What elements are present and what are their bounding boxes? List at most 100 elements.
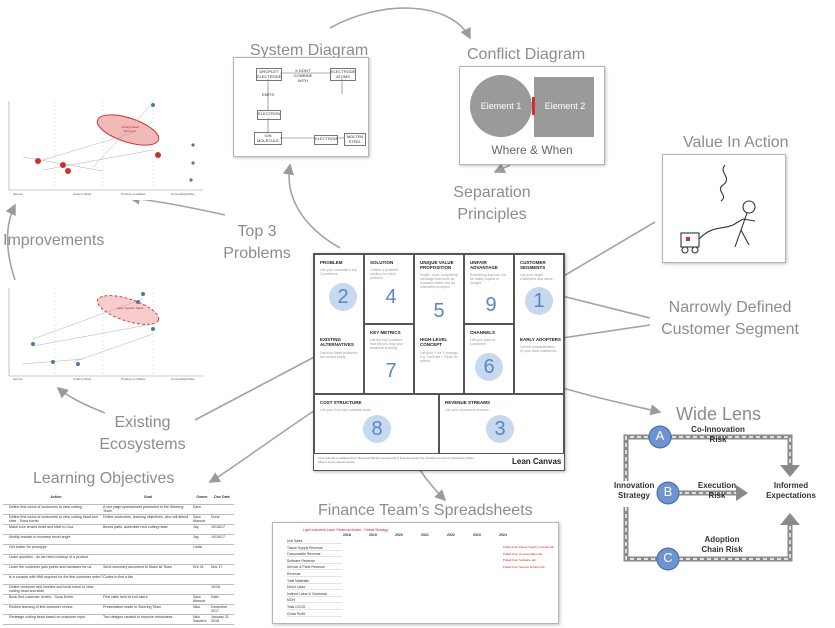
conflict-diagram-label: Conflict Diagram <box>467 46 586 63</box>
lc-solution[interactable]: SOLUTION Outline a possible solution for… <box>364 254 414 324</box>
finance-row-label: Revenue <box>287 572 342 577</box>
lc-unfair-number: 9 <box>485 294 497 316</box>
system-box-electron-left: ELECTRON <box>257 110 281 120</box>
learning-table-row: Review learning of first customer review… <box>3 604 234 615</box>
learning-table-cell: Modify bracket to increase bevel angle <box>9 535 71 539</box>
lc-problem[interactable]: PROBLEM List your customer's top 3 probl… <box>314 254 364 394</box>
improvements-highlight-label: Cutting Head Prototype <box>121 125 139 133</box>
lc-key-metrics-title: KEY METRICS <box>370 330 401 335</box>
wide-lens-strategy: Innovation Strategy <box>614 481 655 501</box>
learning-objectives-label: Learning Objectives <box>33 470 175 487</box>
improvements-axis-product: Product on Market <box>121 192 146 196</box>
narrow-segment-label: Narrowly Defined Customer Segment <box>661 299 799 338</box>
learning-table-cell: Codes to find a fan <box>103 575 134 579</box>
learning-table-cell: Jay <box>193 525 199 529</box>
learning-table-header-cell: Owner <box>196 495 208 499</box>
conflict-element2: Element 2 <box>544 101 586 111</box>
learning-table-cell: Define first round of customers to view … <box>9 515 98 523</box>
lc-problem-title: PROBLEM <box>320 260 343 265</box>
learning-table-cell: Sara Atwood <box>193 595 205 603</box>
learning-table-cell: Presentation made to Steering Team <box>103 605 162 609</box>
lc-unfair[interactable]: UNFAIR ADVANTAGE Something that can not … <box>464 254 514 324</box>
learning-table-cell <box>211 505 233 514</box>
arrow-system-to-conflict <box>329 7 471 40</box>
lc-segments[interactable]: CUSTOMER SEGMENTS List your target custo… <box>514 254 564 394</box>
lc-cost-title: COST STRUCTURE <box>320 400 362 405</box>
system-diagram-card[interactable]: DROPLET ELECTRODE X DON'T COMBINE WITH E… <box>233 57 369 157</box>
learning-table-cell: December 2017 <box>211 605 228 613</box>
learning-table-cell: Define customers, learning objectives, w… <box>103 515 189 519</box>
finance-year-header: 2018 <box>343 533 351 537</box>
lc-solution-title: SOLUTION <box>370 260 394 265</box>
learning-table-cell <box>211 545 233 554</box>
learning-table-cell: Learn question - do we need mockup of a … <box>9 555 89 559</box>
finance-note: Pulled from Software tab <box>503 558 536 563</box>
improvements-axis-service: Service <box>13 192 24 196</box>
value-in-action-card[interactable] <box>662 154 786 263</box>
lc-uvp-number: 5 <box>433 300 445 322</box>
finance-row-label: Total Materials <box>287 579 342 584</box>
finance-row-label: Unit Sales <box>287 539 342 544</box>
learning-table-cell: Send summary document to Make ist Team <box>103 565 173 569</box>
lc-unfair-sub: Something that can not be easily copied … <box>470 273 506 285</box>
lc-unfair-title: UNFAIR ADVANTAGE <box>470 260 498 270</box>
learning-table-cell <box>103 545 193 554</box>
system-box-atoms: ELECTRODE ATOMS <box>330 68 356 81</box>
finance-row-label: Direct Labor <box>287 585 342 591</box>
conflict-diagram-card[interactable]: Element 1 Element 2 Where & When <box>459 66 605 165</box>
learning-table-row: Is a console with HMI required for the f… <box>3 574 234 585</box>
ecosystems-axis-service: Service <box>13 377 24 381</box>
wide-lens-card[interactable]: A B C Co-Innovation Risk Execution Risk … <box>614 423 828 571</box>
lc-solution-number: 4 <box>385 286 397 308</box>
lc-channels[interactable]: CHANNELS List your path to customers 6 <box>464 324 514 394</box>
finance-row-label: MOH <box>287 598 342 604</box>
finance-spreadsheet[interactable]: Light Industrial Laser Financial Model -… <box>272 522 559 624</box>
top-problems-label: Top 3 Problems <box>223 223 291 262</box>
lean-canvas[interactable]: PROBLEM List your customer's top 3 probl… <box>313 253 565 471</box>
finance-title: Light Industrial Laser Financial Model -… <box>303 528 389 532</box>
learning-table-cell: Sara <box>193 505 201 509</box>
lc-uvp[interactable]: UNIQUE VALUE PROPOSITION Single, clear, … <box>414 254 464 394</box>
arrow-improvements-to-top-chart <box>5 203 16 281</box>
system-box-electron-right: ELECTRON <box>314 135 338 145</box>
finance-year-header: 2022 <box>447 533 455 537</box>
ecosystems-chart[interactable]: Service Custom Work Product on Market Co… <box>3 284 208 384</box>
arrow-alternatives-to-ecosystems <box>194 354 319 421</box>
lc-channels-number: 6 <box>475 353 503 381</box>
learning-table-cell: Eric M. <box>193 565 205 569</box>
finance-year-header: 2024 <box>499 533 507 537</box>
learning-table-row: Define first round of customers to view … <box>3 514 234 525</box>
learning-table-cell <box>193 555 211 564</box>
finance-year-header: 2021 <box>421 533 429 537</box>
learning-table-cell: Get solder for prototype <box>9 545 47 549</box>
improvements-chart[interactable]: Service Custom Work Product on Market Co… <box>3 95 208 200</box>
learning-table-cell: A one page spreadsheet presented to the … <box>103 505 184 513</box>
arrow-conflict-to-separation <box>493 162 511 174</box>
arrow-problems-to-improvements <box>128 193 226 216</box>
separation-principles-label: Separation Principles <box>453 184 531 223</box>
learning-table-cell: 10/18/17 <box>211 535 225 539</box>
lc-revenue[interactable]: REVENUE STREAMS List your sources of rev… <box>439 394 564 454</box>
learning-table-cell: 10/26 <box>211 585 220 589</box>
lc-segments-sub: List your target customers and users <box>520 273 553 281</box>
learning-table-cell: Learn the customer pain points and hardw… <box>9 565 92 569</box>
lc-revenue-sub: List your sources of revenue <box>445 408 489 412</box>
lc-key-metrics[interactable]: KEY METRICS List the key numbers that te… <box>364 324 414 394</box>
finance-year-header: 2020 <box>395 533 403 537</box>
learning-table-cell: Review learning of first customer review <box>9 605 73 609</box>
learning-table-cell <box>103 555 193 564</box>
learning-table-cell: Nick Sanders <box>193 615 207 623</box>
lc-cost[interactable]: COST STRUCTURE List your fixed and varia… <box>314 394 439 454</box>
learning-table-cell <box>193 575 211 584</box>
finance-row-label: Service & Parts Revenue <box>287 565 342 571</box>
lc-solution-sub: Outline a possible solution for each pro… <box>370 268 398 280</box>
finance-note: Pulled from Power Supply forecast tab <box>503 545 555 549</box>
lc-cost-sub: List your fixed and variable costs <box>320 408 371 412</box>
learning-table-cell: January 31 2018 <box>211 615 229 623</box>
lc-high-level-sub: List your X for Y analogy e.g. YouTube =… <box>420 351 459 363</box>
arrow-segments-to-narrow <box>561 295 651 319</box>
